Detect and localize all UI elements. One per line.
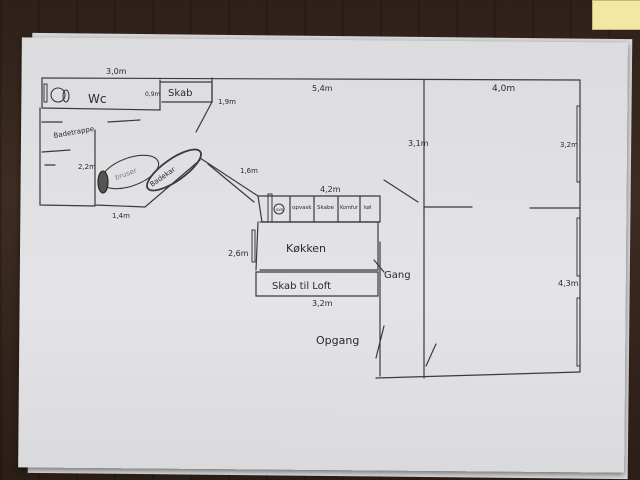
diag2-dim-label: 1,6m: [240, 167, 258, 175]
hall-bottom: [375, 371, 581, 379]
bruser-label: bruser: [114, 167, 138, 182]
toilet-icon: [50, 87, 66, 103]
bathroom-inner: [94, 129, 201, 208]
kitchen-left-wall: [255, 221, 259, 271]
kitchen-bottom-dim-label: 3,2m: [312, 299, 333, 308]
hall-door-right: [425, 343, 437, 367]
right-lower-dim-label: 4,3m: [558, 279, 579, 288]
bathroom-diag: [195, 101, 213, 133]
kitchen-counter: [257, 195, 381, 223]
sink-icon: [97, 170, 109, 194]
bathroom-left-wall: [39, 107, 96, 207]
top-mid-dim-label: 5,4m: [312, 84, 333, 93]
kitchen-main: [259, 221, 379, 271]
window-right-lower: [576, 297, 581, 367]
hall-diag: [383, 179, 419, 203]
toilet-tank-icon: [62, 89, 70, 103]
opgang-label: Opgang: [316, 334, 359, 347]
wc-small-label: 0,9m: [145, 91, 161, 98]
komfur-label: Komfur: [340, 205, 359, 211]
right-upper-dim-label: 3,2m: [560, 141, 578, 149]
wc-width-label: 3,0m: [106, 67, 127, 76]
corridor-diag: [199, 157, 259, 197]
hall-door-left: [373, 259, 385, 273]
window-right-upper: [576, 105, 581, 183]
diag1-dim-label: 1,9m: [218, 98, 236, 106]
skab-label: Skab: [168, 88, 192, 99]
corridor-diag-inner: [207, 163, 255, 203]
hall-door-lower: [375, 325, 385, 359]
kokken-label: Køkken: [286, 242, 326, 255]
window-kitchen-top: [267, 193, 273, 223]
bathroom-inner-line: [107, 119, 141, 123]
bath-bottom-dim-label: 1,4m: [112, 212, 130, 220]
kokken-height-label: 2,6m: [228, 249, 249, 258]
badekar-label: Badekar: [149, 165, 177, 188]
badetrappe-lines: [41, 121, 71, 166]
opvask-label: opvask: [292, 205, 312, 211]
kitchen-loft: [255, 271, 379, 297]
bathtub-icon: [146, 148, 202, 192]
hall-dim-label: 3,1m: [408, 139, 429, 148]
wc-box: [41, 77, 161, 111]
top-wall: [41, 77, 581, 81]
badetrappe-label: Badetrappe: [53, 125, 95, 140]
kitchen-dividers: [289, 195, 361, 223]
oven-icon: [273, 203, 285, 215]
kol-label: køl: [364, 205, 371, 211]
skabe-label: Skabe: [317, 205, 334, 211]
bath-left-dim-label: 2,2m: [78, 163, 96, 171]
gang-label: Gang: [384, 270, 411, 281]
wc-label: Wc: [88, 92, 106, 106]
skab-til-loft-label: Skab til Loft: [272, 281, 331, 292]
ovn-label: ovn: [276, 207, 284, 212]
kitchen-width-label: 4,2m: [320, 185, 341, 194]
yellow-note-card: [592, 0, 640, 30]
window-right-mid: [576, 217, 581, 277]
window-wc: [43, 83, 48, 103]
top-right-dim-label: 4,0m: [492, 84, 515, 94]
window-kitchen: [251, 229, 256, 263]
